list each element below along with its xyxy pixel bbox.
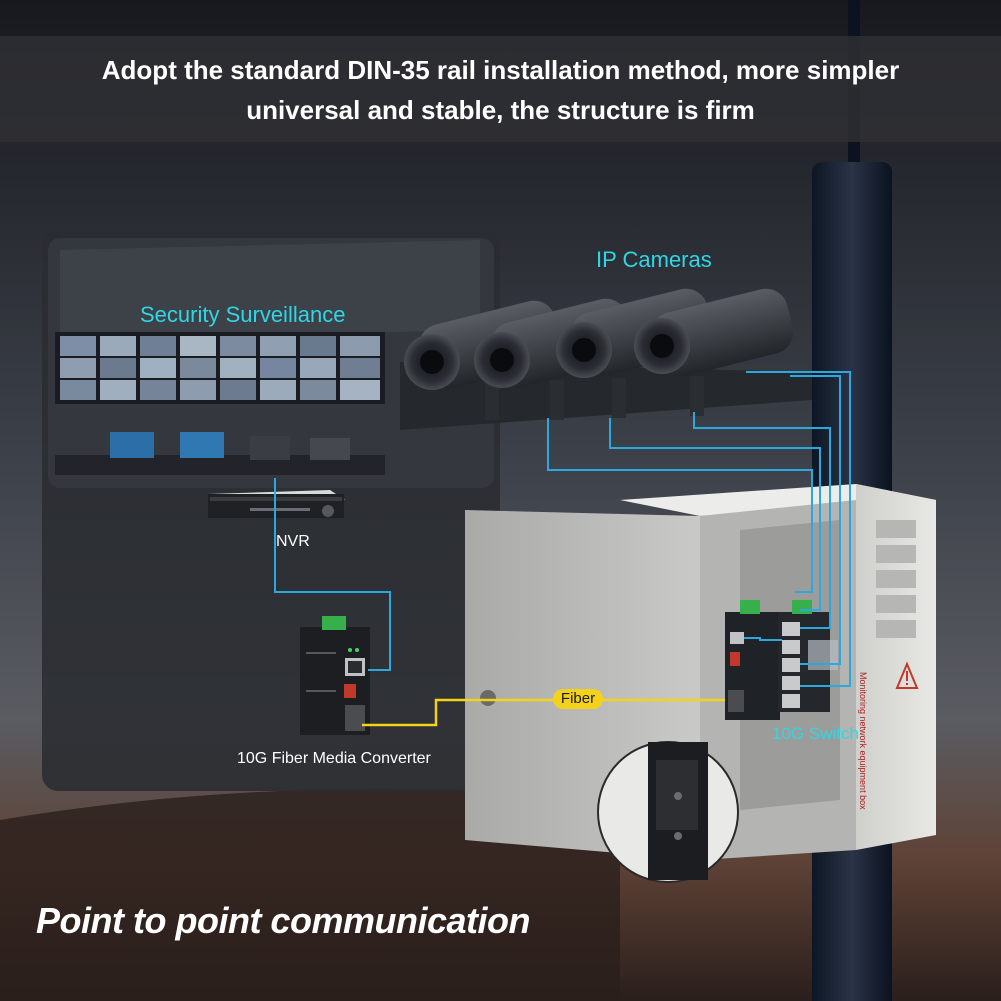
ip-cameras-label: IP Cameras	[596, 247, 712, 272]
camera-cables	[547, 371, 851, 687]
ground-shadow	[0, 788, 620, 1001]
switch-link-cable	[744, 637, 782, 641]
security-surveillance-label: Security Surveillance	[140, 302, 346, 327]
header-banner	[0, 36, 1001, 142]
warning-triangle-icon	[895, 661, 919, 689]
switch-label: 10G Switch	[772, 724, 859, 743]
din-rail-inset	[597, 741, 739, 883]
nvr-cable	[274, 478, 391, 671]
nvr-device	[208, 490, 345, 518]
footer-caption: Point to point communication	[36, 900, 530, 941]
header-text: Adopt the standard DIN-35 rail installat…	[0, 50, 1001, 130]
media-converter-label: 10G Fiber Media Converter	[237, 750, 431, 767]
surveillance-room-panel	[42, 231, 500, 791]
header-line-1: Adopt the standard DIN-35 rail installat…	[101, 55, 900, 85]
fiber-label: Fiber	[553, 689, 603, 709]
equipment-box-label: Monitoring network equipment box	[858, 672, 868, 810]
ip-camera-4	[634, 288, 794, 416]
header-line-2: universal and stable, the structure is f…	[246, 95, 755, 125]
video-wall	[55, 332, 385, 404]
nvr-label: NVR	[276, 533, 310, 550]
media-converter-device	[300, 616, 370, 735]
switch-device	[725, 600, 838, 720]
